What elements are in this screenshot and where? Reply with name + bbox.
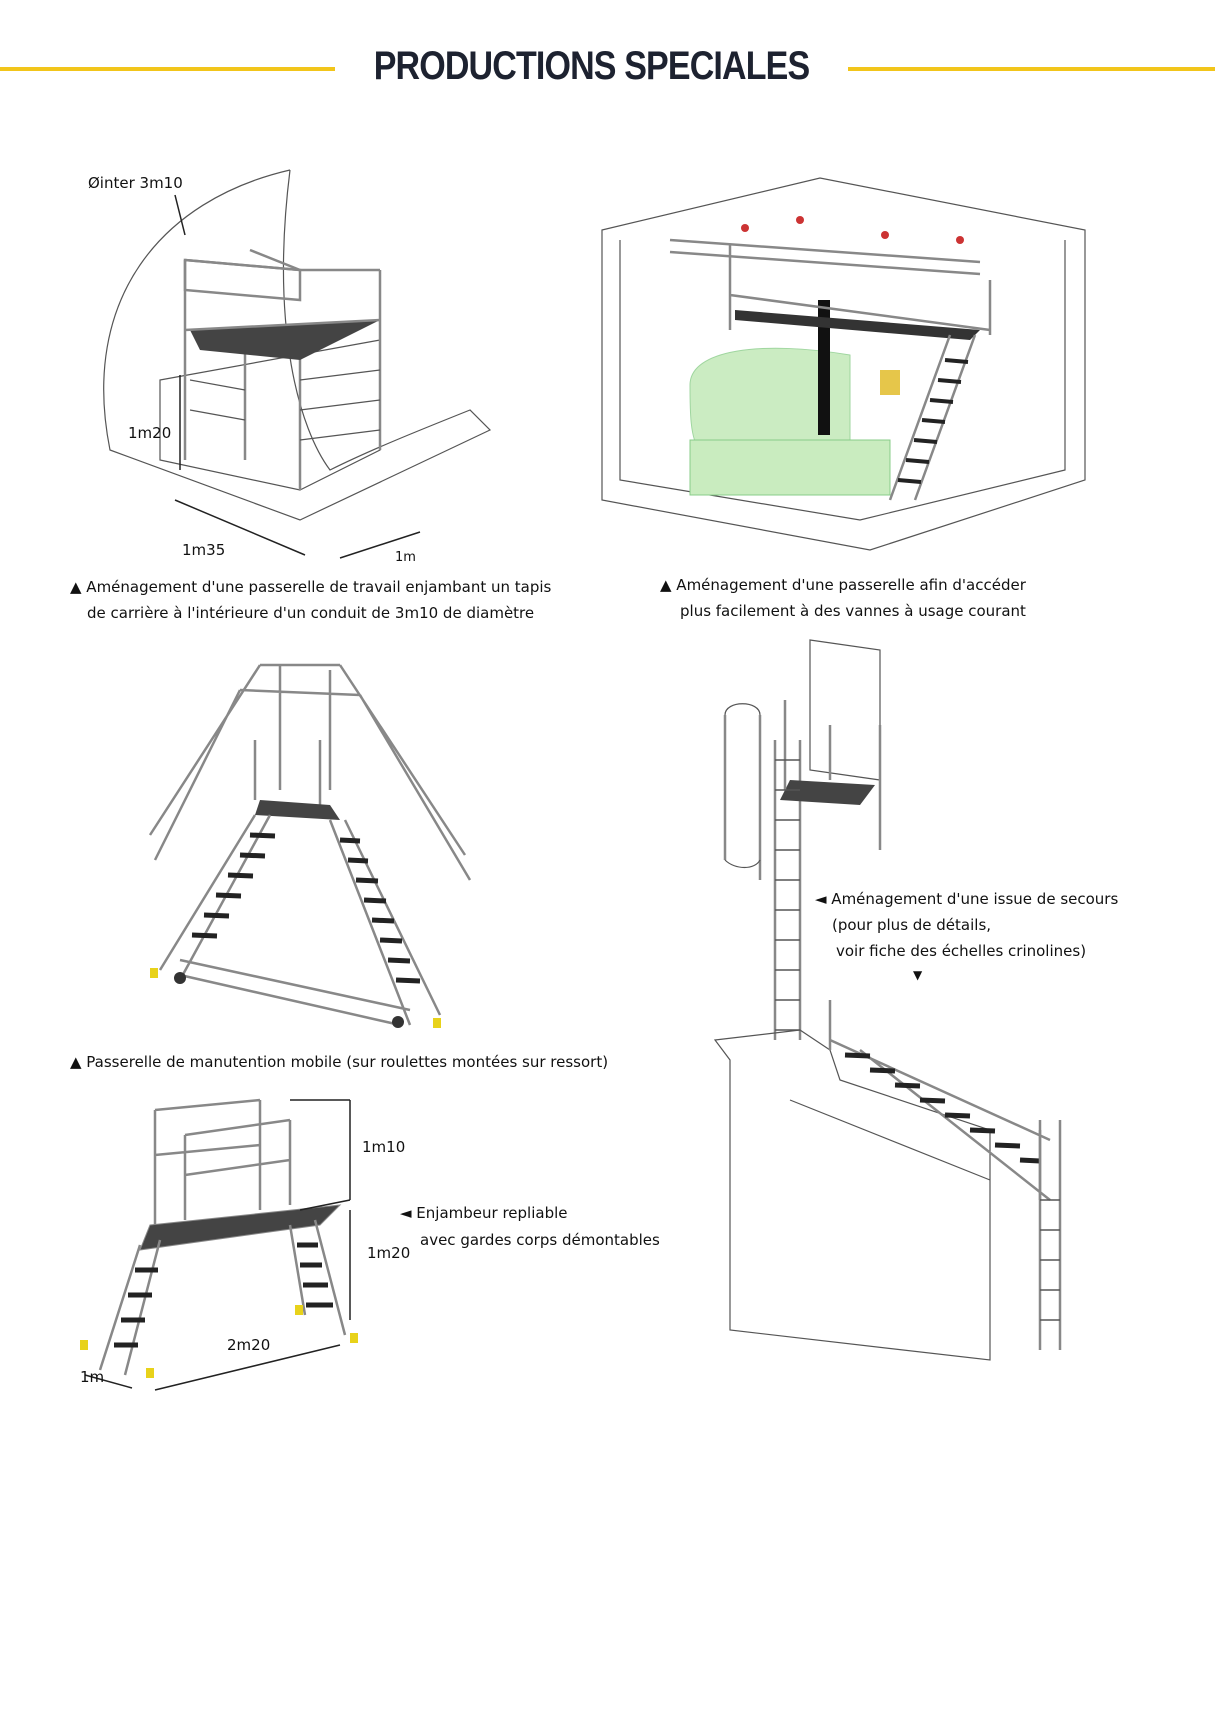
dimension-height: 1m20 [128, 424, 172, 442]
dimension-width: 1m [80, 1368, 105, 1386]
caption-line: ◄ Aménagement d'une issue de secours [815, 890, 1119, 908]
caption-line: de carrière à l'intérieure d'un conduit … [87, 604, 535, 622]
illustration-passerelle-mobile [148, 663, 472, 1028]
illustration-issue-secours [713, 639, 1062, 1361]
illustration-passerelle-vannes [601, 177, 1086, 551]
caption-line: ◄ Enjambeur repliable [400, 1204, 568, 1222]
caption-line: (pour plus de détails, [832, 916, 992, 934]
dimension-guard-height: 1m10 [362, 1138, 406, 1156]
title-rule-right [848, 67, 1215, 71]
illustration-enjambeur [80, 1098, 358, 1391]
illustration-passerelle-tapis [103, 169, 492, 559]
down-arrow-icon: ▼ [913, 968, 923, 982]
caption-line: ▲ Aménagement d'une passerelle de travai… [70, 578, 552, 596]
caption-line: ▲ Passerelle de manutention mobile (sur … [70, 1053, 609, 1071]
dimension-length: 1m35 [182, 541, 226, 559]
caption-line: voir fiche des échelles crinolines) [836, 942, 1087, 960]
caption-line: plus facilement à des vannes à usage cou… [680, 602, 1026, 620]
caption-line: ▲ Aménagement d'une passerelle afin d'ac… [660, 576, 1026, 594]
caption-line: avec gardes corps démontables [420, 1231, 660, 1249]
title-rule-left [0, 67, 335, 71]
dimension-diameter: Øinter 3m10 [88, 174, 183, 192]
dimension-width: 1m [395, 550, 416, 565]
page-title: PRODUCTIONS SPECIALES [373, 44, 810, 88]
dimension-length: 2m20 [227, 1336, 271, 1354]
dimension-height: 1m20 [367, 1244, 411, 1262]
